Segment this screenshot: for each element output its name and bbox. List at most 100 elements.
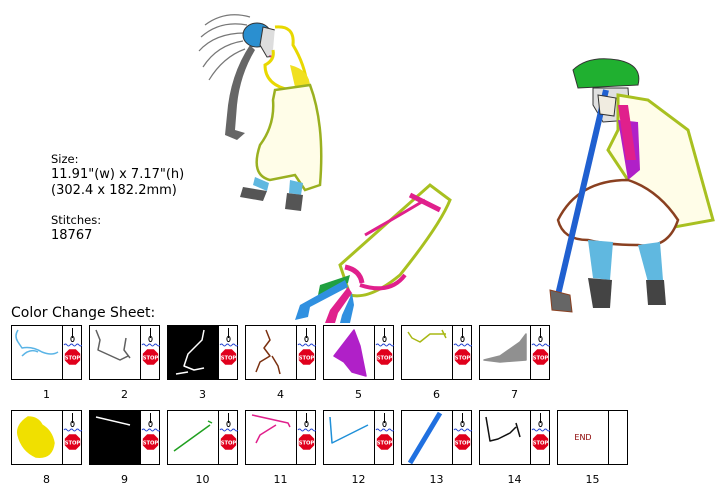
swatch-number: 4 <box>277 388 284 401</box>
needle-thread-icon: STOP <box>453 413 472 451</box>
stitches-label: Stitches: <box>51 213 102 227</box>
needle-thread-icon: STOP <box>63 328 82 366</box>
stop-sign-icon: STOP <box>220 433 237 451</box>
svg-text:STOP: STOP <box>533 356 549 362</box>
needle-thread-icon: STOP <box>531 413 550 451</box>
needle-thread-icon: STOP <box>219 328 238 366</box>
color-swatch-6[interactable]: STOP <box>401 325 472 380</box>
stop-panel: STOP <box>452 326 472 379</box>
swatch-number: 7 <box>511 388 518 401</box>
stitch-preview <box>324 411 374 464</box>
svg-text:STOP: STOP <box>143 356 159 362</box>
stop-panel: STOP <box>140 411 160 464</box>
stop-sign-icon: STOP <box>142 433 159 451</box>
stop-panel: STOP <box>530 411 550 464</box>
stitch-preview <box>168 326 218 379</box>
color-swatch-11[interactable]: STOP <box>245 410 316 465</box>
color-swatch-10[interactable]: STOP <box>167 410 238 465</box>
swatch-number: 15 <box>585 473 600 486</box>
svg-text:STOP: STOP <box>299 356 315 362</box>
swatch-number: 2 <box>121 388 128 401</box>
svg-text:STOP: STOP <box>221 441 237 447</box>
swatch-number: 14 <box>507 473 522 486</box>
stop-panel: STOP <box>530 326 550 379</box>
stop-sign-icon: STOP <box>220 348 237 366</box>
svg-text:STOP: STOP <box>65 356 81 362</box>
swatch-number: 11 <box>273 473 288 486</box>
stop-panel: STOP <box>62 326 82 379</box>
svg-text:STOP: STOP <box>377 356 393 362</box>
needle-thread-icon: STOP <box>453 328 472 366</box>
color-swatch-15[interactable]: END <box>557 410 628 465</box>
swatch-number: 5 <box>355 388 362 401</box>
color-swatch-12[interactable]: STOP <box>323 410 394 465</box>
color-swatch-14[interactable]: STOP <box>479 410 550 465</box>
color-swatch-1[interactable]: STOP <box>11 325 82 380</box>
needle-thread-icon: STOP <box>375 413 394 451</box>
empty-panel <box>608 411 628 464</box>
swatch-number: 1 <box>43 388 50 401</box>
needle-thread-icon: STOP <box>531 328 550 366</box>
svg-text:STOP: STOP <box>143 441 159 447</box>
color-swatch-5[interactable]: STOP <box>323 325 394 380</box>
needle-thread-icon: STOP <box>63 413 82 451</box>
stop-sign-icon: STOP <box>298 348 315 366</box>
stitch-preview <box>12 411 62 464</box>
stop-sign-icon: STOP <box>454 433 471 451</box>
stitch-preview <box>402 326 452 379</box>
color-swatch-9[interactable]: STOP <box>89 410 160 465</box>
color-swatch-4[interactable]: STOP <box>245 325 316 380</box>
color-swatch-13[interactable]: STOP <box>401 410 472 465</box>
needle-thread-icon: STOP <box>297 328 316 366</box>
svg-text:STOP: STOP <box>455 441 471 447</box>
swatch-number: 12 <box>351 473 366 486</box>
size-mm: (302.4 x 182.2mm) <box>51 183 177 198</box>
stitch-preview <box>168 411 218 464</box>
stitches-value: 18767 <box>51 228 93 243</box>
swatch-number: 6 <box>433 388 440 401</box>
stitch-preview <box>246 326 296 379</box>
stop-panel: STOP <box>296 411 316 464</box>
stitch-preview <box>90 326 140 379</box>
stop-panel: STOP <box>296 326 316 379</box>
stop-panel: STOP <box>140 326 160 379</box>
swatch-number: 3 <box>199 388 206 401</box>
swatch-number: 9 <box>121 473 128 486</box>
end-label: END <box>574 433 592 442</box>
color-swatch-2[interactable]: STOP <box>89 325 160 380</box>
stop-sign-icon: STOP <box>376 433 393 451</box>
swatch-number: 10 <box>195 473 210 486</box>
stop-sign-icon: STOP <box>64 433 81 451</box>
color-swatch-7[interactable]: STOP <box>479 325 550 380</box>
color-swatch-8[interactable]: STOP <box>11 410 82 465</box>
stop-sign-icon: STOP <box>298 433 315 451</box>
color-change-sheet-title: Color Change Sheet: <box>11 305 156 321</box>
svg-text:STOP: STOP <box>455 356 471 362</box>
stitch-preview <box>480 326 530 379</box>
stop-panel: STOP <box>452 411 472 464</box>
stitch-preview <box>480 411 530 464</box>
design-info-panel: Size: 11.91"(w) x 7.17"(h) (302.4 x 182.… <box>51 151 184 244</box>
stop-sign-icon: STOP <box>142 348 159 366</box>
svg-text:STOP: STOP <box>65 441 81 447</box>
needle-thread-icon: STOP <box>297 413 316 451</box>
svg-text:STOP: STOP <box>533 441 549 447</box>
needle-thread-icon: STOP <box>141 328 160 366</box>
stop-panel: STOP <box>374 326 394 379</box>
size-label: Size: <box>51 152 79 166</box>
needle-thread-icon: STOP <box>375 328 394 366</box>
stitch-preview <box>12 326 62 379</box>
stop-panel: STOP <box>62 411 82 464</box>
swatch-number: 8 <box>43 473 50 486</box>
swatch-number: 13 <box>429 473 444 486</box>
stitch-preview <box>324 326 374 379</box>
stop-panel: STOP <box>218 411 238 464</box>
stitch-preview <box>402 411 452 464</box>
stop-panel: STOP <box>218 326 238 379</box>
stitch-preview <box>246 411 296 464</box>
svg-text:STOP: STOP <box>299 441 315 447</box>
stop-panel: STOP <box>374 411 394 464</box>
stop-sign-icon: STOP <box>376 348 393 366</box>
color-swatch-3[interactable]: STOP <box>167 325 238 380</box>
needle-thread-icon: STOP <box>141 413 160 451</box>
